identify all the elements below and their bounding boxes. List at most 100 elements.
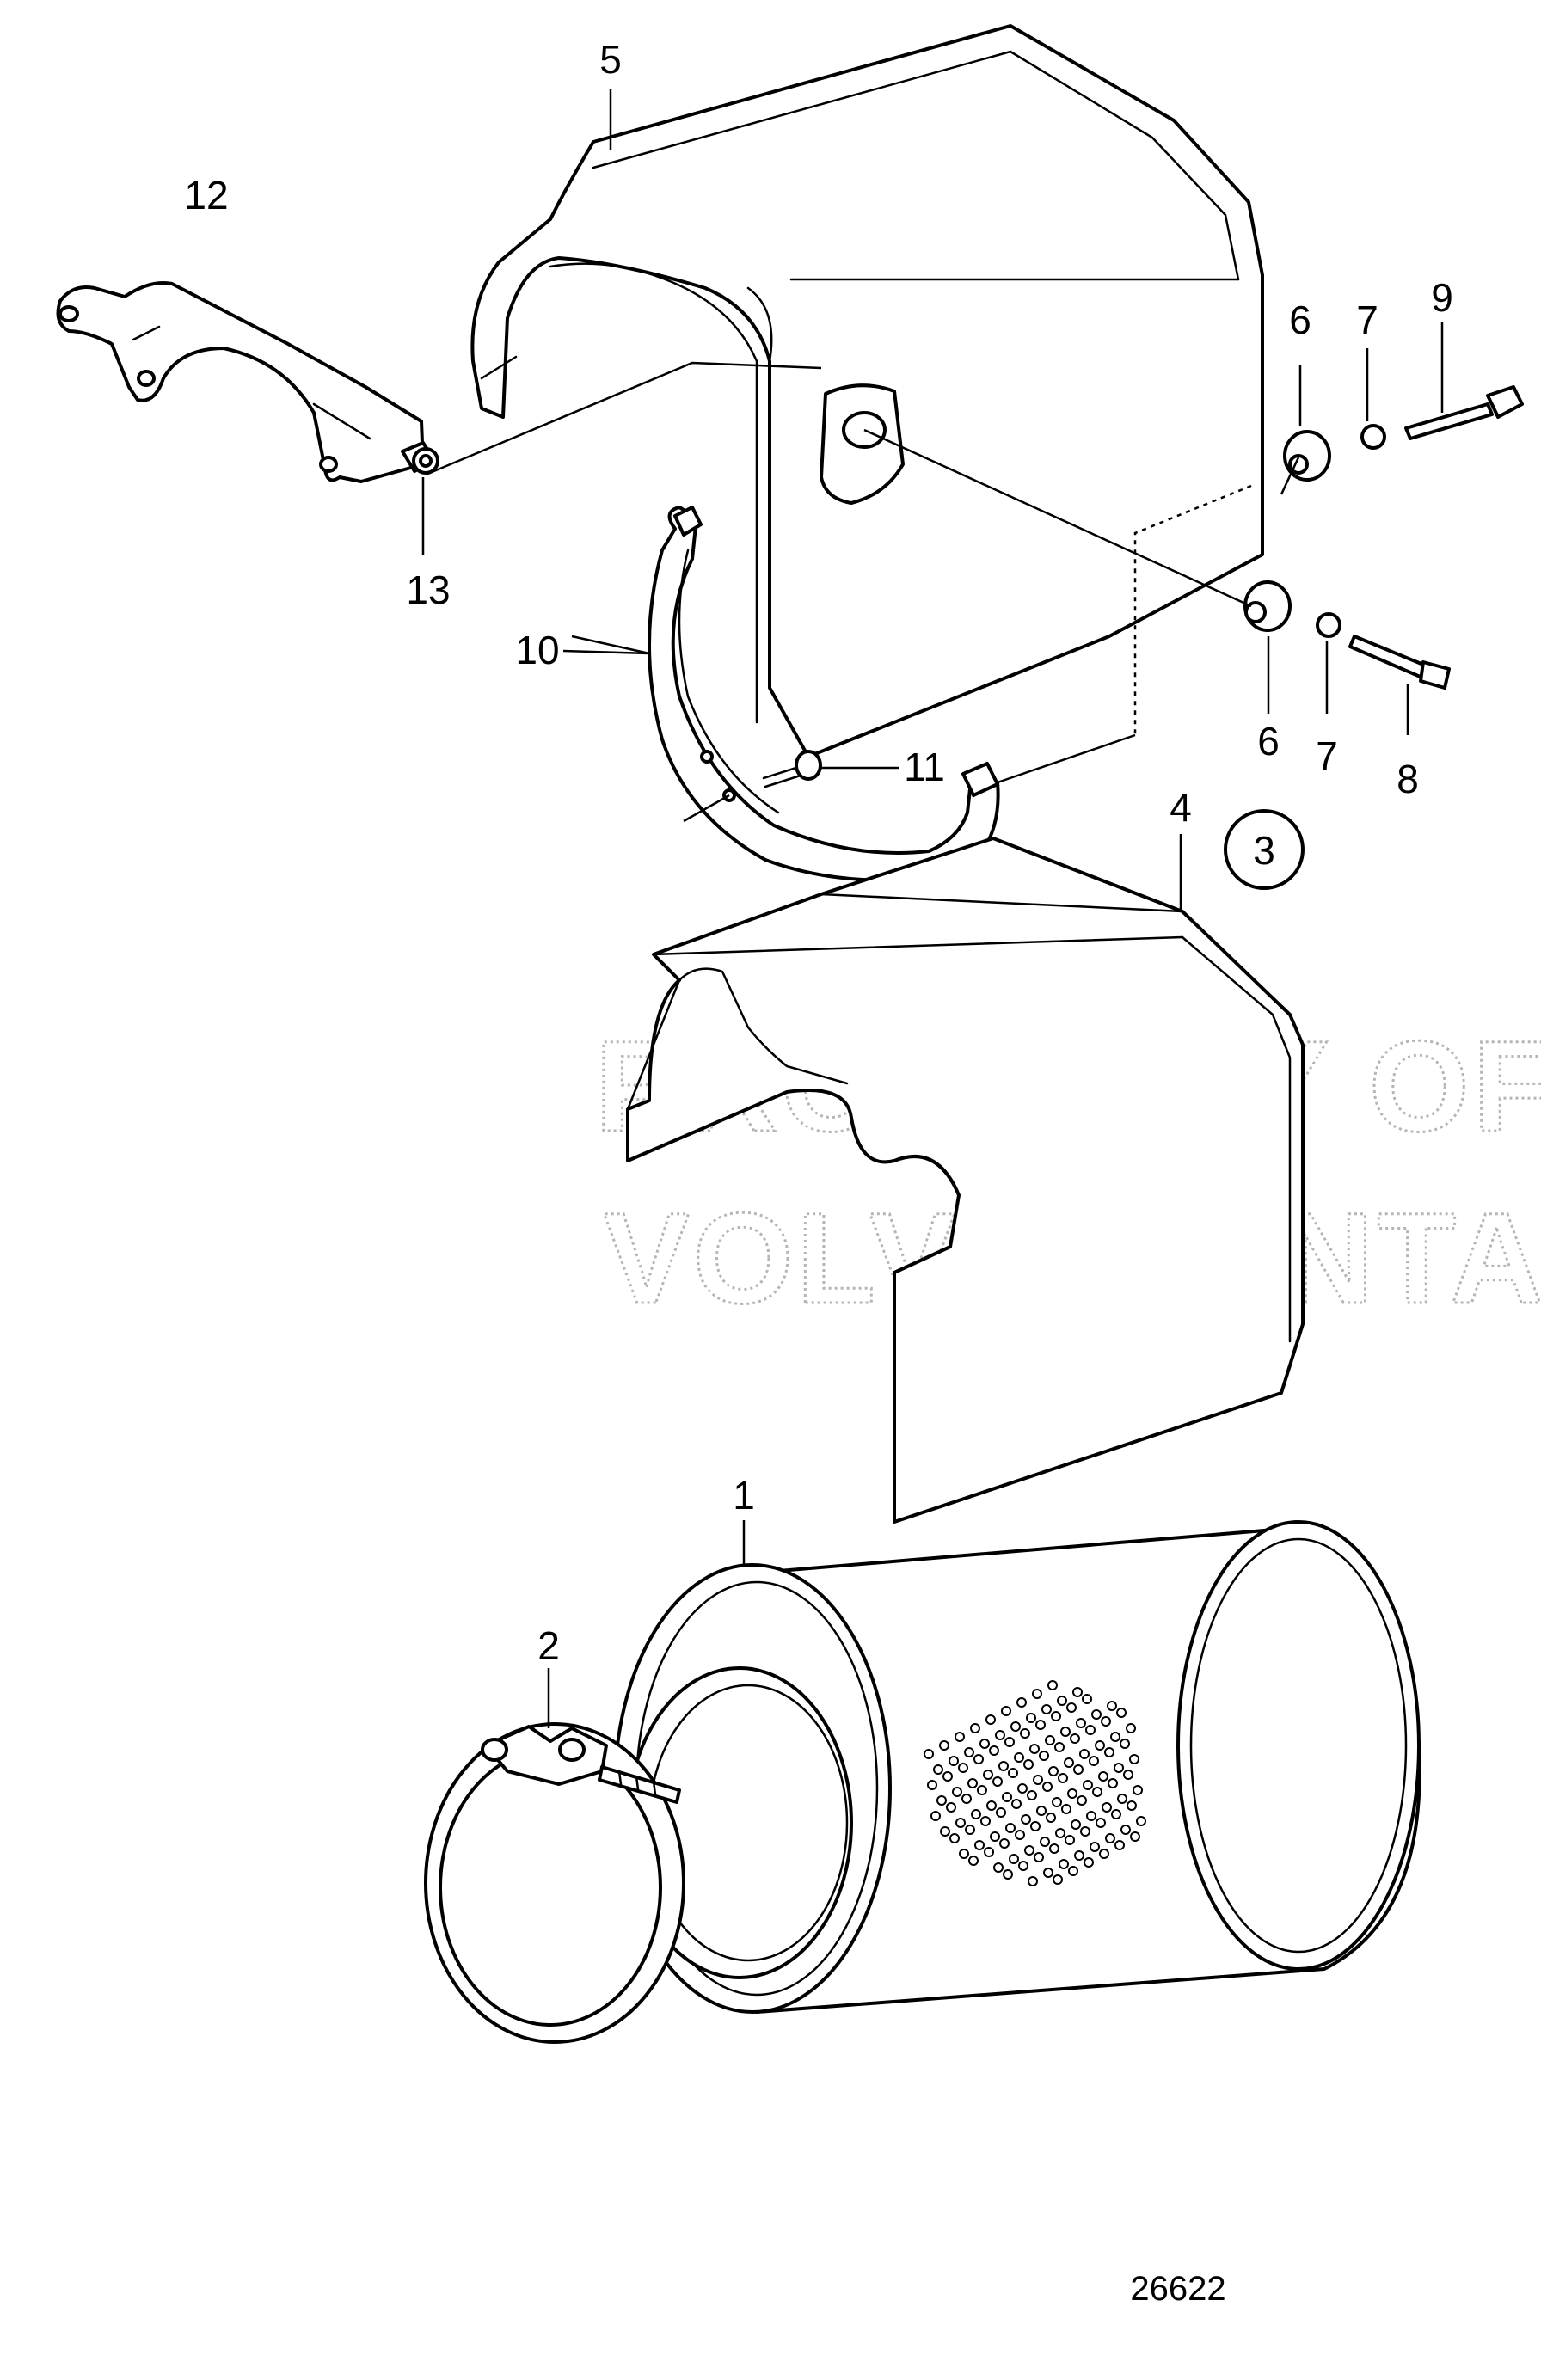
perforation-hole	[968, 1856, 979, 1866]
perforation-hole	[959, 1849, 969, 1859]
perforation-hole	[1001, 1706, 1011, 1716]
perforation-hole	[1091, 1709, 1102, 1720]
perforation-hole	[1074, 1850, 1084, 1861]
perforation-hole	[970, 1723, 980, 1733]
perforation-hole	[1020, 1728, 1030, 1739]
perforation-hole	[940, 1826, 950, 1837]
perforation-hole	[973, 1754, 984, 1764]
perforation-hole	[1029, 1744, 1040, 1754]
perforation-hole	[1010, 1721, 1021, 1732]
perforation-hole	[1015, 1830, 1025, 1840]
perforation-hole	[1068, 1866, 1078, 1876]
perforation-hole	[977, 1785, 987, 1795]
perforation-hole	[971, 1809, 981, 1819]
perforation-hole	[1101, 1716, 1111, 1727]
part-11-screw	[762, 750, 899, 788]
perforation-hole	[1126, 1723, 1136, 1733]
callout-8: 8	[1397, 757, 1419, 801]
part-8-bolt-head	[1419, 660, 1451, 690]
callout-6-lower: 6	[1257, 719, 1280, 764]
perforation-hole	[1076, 1718, 1086, 1728]
perforation-hole	[1067, 1788, 1077, 1799]
perforation-hole	[1082, 1694, 1092, 1704]
perforation-hole	[1114, 1840, 1125, 1850]
perforation-hole	[1133, 1785, 1143, 1795]
perforation-hole	[1035, 1720, 1046, 1730]
perforation-hole	[1027, 1790, 1037, 1800]
perforation-hole	[995, 1730, 1005, 1740]
perforation-hole	[983, 1770, 993, 1780]
perforation-hole	[955, 1732, 965, 1742]
perforation-hole	[946, 1802, 956, 1813]
perforation-hole	[1039, 1751, 1049, 1761]
perforation-hole	[1066, 1702, 1077, 1713]
perforation-hole	[1051, 1711, 1061, 1721]
perforation-hole	[1089, 1756, 1099, 1766]
perforation-hole	[1042, 1782, 1053, 1792]
perforation-hole	[1004, 1737, 1015, 1747]
perforation-hole	[1095, 1740, 1105, 1751]
perforation-hole	[1070, 1733, 1080, 1744]
perforation-hole	[1030, 1821, 1041, 1831]
perforation-hole	[1060, 1727, 1071, 1737]
perforation-hole	[1026, 1713, 1036, 1723]
perforation-hole	[1009, 1854, 1019, 1864]
part-1-filter-element	[613, 1520, 1421, 2014]
perforation-hole	[1005, 1823, 1016, 1833]
perforation-hole	[1017, 1783, 1028, 1794]
perforation-hole	[1130, 1831, 1140, 1842]
part-9-bolt-head	[1486, 385, 1524, 419]
perforation-hole	[1054, 1742, 1065, 1752]
perforation-hole	[939, 1740, 949, 1751]
perforation-hole	[1117, 1794, 1127, 1804]
part-5-upper-cover	[470, 24, 1264, 758]
perforation-hole	[930, 1811, 941, 1821]
perforation-hole	[993, 1862, 1004, 1873]
perforation-hole	[1059, 1859, 1069, 1869]
perforation-hole	[1061, 1804, 1071, 1814]
perforation-hole	[1098, 1771, 1108, 1782]
perforation-hole	[1034, 1852, 1044, 1862]
perforation-hole	[964, 1747, 974, 1757]
perforation-hole	[1111, 1809, 1121, 1819]
callout-labels: 5 12 13 10 11 6 7 9 6 7 8 4 1 2	[184, 37, 1452, 1668]
callout-9: 9	[1431, 275, 1453, 320]
perforation-hole	[1016, 1697, 1027, 1708]
perforation-hole	[1105, 1833, 1115, 1843]
perforation-hole	[1049, 1843, 1059, 1854]
perforation-hole	[1041, 1704, 1052, 1714]
perforation-hole	[961, 1794, 972, 1804]
perforation-hole	[1053, 1874, 1063, 1885]
perforation-hole	[1033, 1775, 1043, 1785]
perforation-hole	[1024, 1845, 1034, 1856]
perforation-hole	[1072, 1687, 1083, 1697]
part-10-strap	[648, 506, 1000, 882]
leader-lines	[547, 89, 1182, 1728]
filter-perforation-grid	[924, 1680, 1146, 1886]
callout-11: 11	[904, 745, 945, 789]
perforation-hole	[927, 1780, 937, 1790]
perforation-hole	[1002, 1792, 1012, 1802]
part-9-bolt-shank	[1404, 402, 1494, 440]
perforation-hole	[936, 1795, 947, 1806]
perforation-hole	[1083, 1780, 1093, 1790]
perforation-hole	[989, 1745, 999, 1756]
part-12-bracket	[56, 281, 425, 483]
perforation-hole	[1064, 1757, 1074, 1768]
perforation-hole	[1071, 1819, 1081, 1830]
perforation-hole	[1043, 1868, 1053, 1878]
perforation-hole	[949, 1756, 959, 1766]
perforation-hole	[1021, 1814, 1031, 1825]
perforation-hole	[990, 1831, 1000, 1842]
perforation-hole	[1073, 1764, 1084, 1775]
perforation-hole	[1028, 1876, 1038, 1886]
circled-reference-number: 3	[1253, 828, 1275, 873]
perforation-hole	[1080, 1826, 1090, 1837]
callout-4: 4	[1170, 785, 1192, 830]
perforation-hole	[933, 1764, 943, 1775]
perforation-hole	[974, 1840, 985, 1850]
perforation-hole	[1077, 1795, 1087, 1806]
perforation-hole	[1099, 1849, 1109, 1859]
callout-10: 10	[515, 628, 559, 672]
